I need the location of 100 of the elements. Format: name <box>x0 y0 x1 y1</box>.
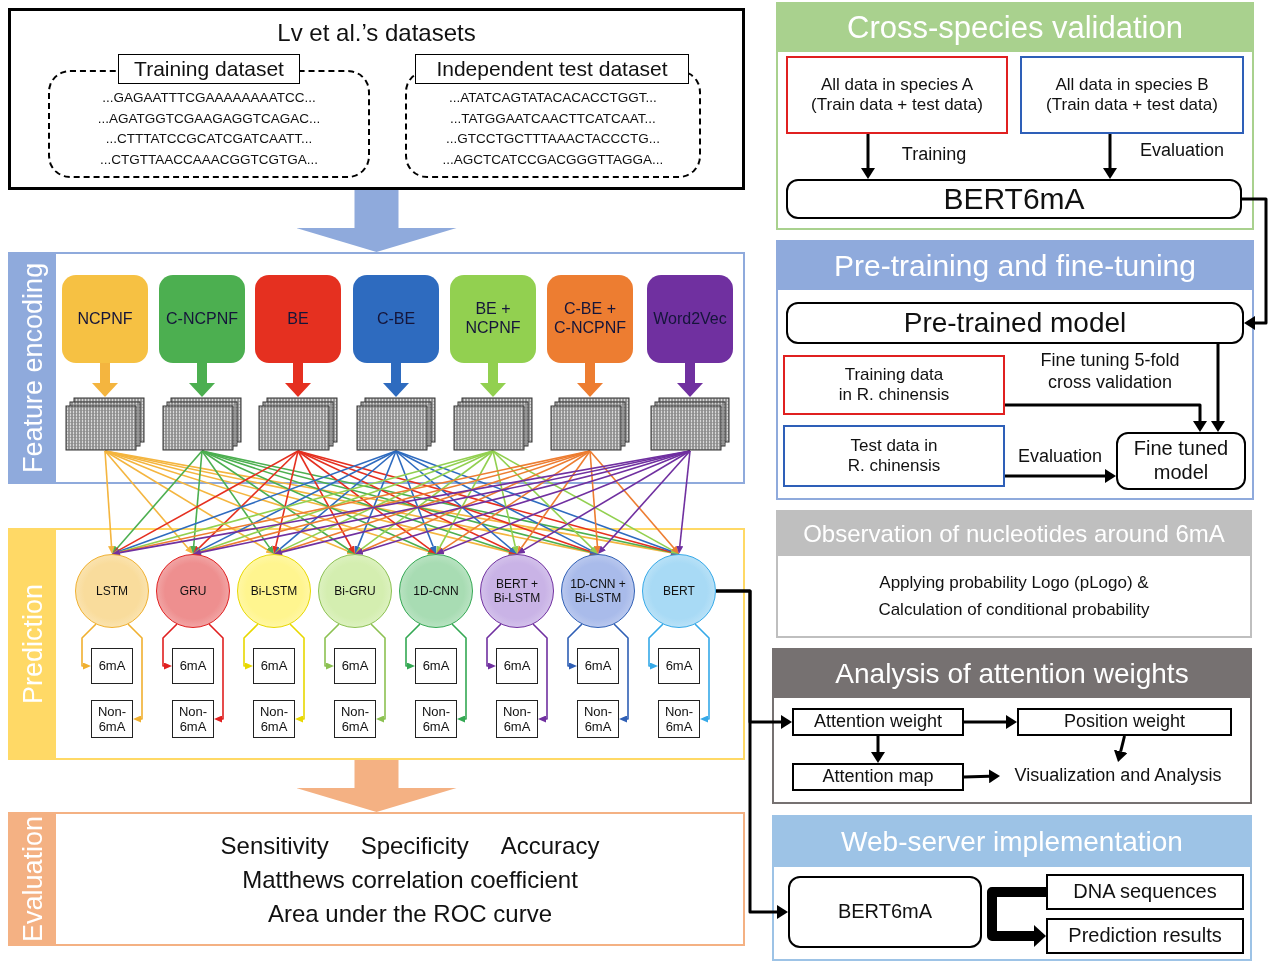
encoding-box: NCPNF <box>62 275 148 363</box>
arrow <box>613 623 629 723</box>
process-box: Attention weight <box>792 708 964 736</box>
arrow <box>405 623 421 670</box>
arrow <box>297 450 436 554</box>
arrow <box>1242 197 1268 330</box>
output-box: 6mA <box>172 648 214 684</box>
output-box: 6mA <box>577 648 619 684</box>
process-box: All data in species B (Train data + test data) <box>1020 56 1244 134</box>
matrix-stack <box>162 397 242 451</box>
arrow <box>1005 403 1207 432</box>
arrow <box>285 363 311 397</box>
matrix-stack <box>650 397 730 451</box>
output-box: Non-6mA <box>253 700 295 738</box>
arrow <box>577 363 603 397</box>
arrow <box>162 623 178 670</box>
model-circle: Bi-GRU <box>318 554 392 628</box>
model-box: Fine tuned model <box>1116 432 1246 490</box>
output-box: 6mA <box>91 648 133 684</box>
arrow <box>597 450 691 554</box>
arrow <box>1103 134 1117 179</box>
arrow <box>516 450 591 555</box>
metric-text: Accuracy <box>500 832 600 860</box>
arrow <box>104 450 115 554</box>
output-box: Non-6mA <box>172 700 214 738</box>
section-heading: Cross-species validation <box>778 4 1252 52</box>
output-box: 6mA <box>253 648 295 684</box>
encoding-box: C-BE + C-NCPNF <box>547 275 633 363</box>
output-box: 6mA <box>334 648 376 684</box>
arrow <box>861 134 875 179</box>
arrow <box>297 450 355 554</box>
dataset-panel <box>8 8 745 190</box>
model-circle: BERT <box>642 554 716 628</box>
matrix-stack <box>550 397 630 451</box>
arrow <box>492 450 519 554</box>
arrow <box>987 887 1046 947</box>
arrow <box>395 450 599 555</box>
dataset-label: Independent test dataset <box>415 54 689 84</box>
arrow <box>355 450 494 554</box>
panel-title: Lv et al.’s datasets <box>276 19 477 47</box>
body-text: Applying probability Logo (pLogo) & Calculation of conditional probability <box>877 571 1151 621</box>
arrow <box>208 623 224 723</box>
output-box: 6mA <box>415 648 457 684</box>
arrow <box>297 450 518 554</box>
arrow <box>871 736 885 763</box>
encoding-box: BE + NCPNF <box>450 275 536 363</box>
section-panel <box>772 815 1252 961</box>
arrow <box>190 450 203 554</box>
arrow <box>243 623 259 670</box>
arrow <box>127 623 143 723</box>
arrow <box>532 623 548 723</box>
arrow <box>451 623 467 723</box>
arrow <box>192 450 397 554</box>
model-circle: BERT + Bi-LSTM <box>480 554 554 628</box>
model-circle: 1D-CNN <box>399 554 473 628</box>
sequence-text: ...ATATCAGTATACACACCTGGT... <box>448 90 658 105</box>
metric-text: Area under the ROC curve <box>267 900 553 928</box>
section-heading: Web-server implementation <box>774 817 1250 867</box>
matrix-stack <box>258 397 338 451</box>
encoding-box: C-NCPNF <box>159 275 245 363</box>
process-box: Training data in R. chinensis <box>783 355 1005 415</box>
section-panel <box>8 528 745 760</box>
metric-text: Matthews correlation coefficient <box>242 866 578 894</box>
matrix-stack <box>65 397 145 451</box>
arrow <box>648 623 664 670</box>
section-panel <box>8 812 745 946</box>
output-box: Non-6mA <box>91 700 133 738</box>
arrow <box>92 363 118 397</box>
arrow <box>193 450 299 554</box>
output-box: Non-6mA <box>577 700 619 738</box>
arrow <box>964 715 1017 729</box>
matrix-stack <box>356 397 436 451</box>
arrow <box>589 450 601 554</box>
result-text: Visualization and Analysis <box>1000 762 1236 790</box>
arrow <box>492 450 679 554</box>
sequence-text: ...TATGGAATCAACTTCATCAAT... <box>449 110 657 126</box>
sequence-text: ...CTGTTAACCAAACGGTCGTGA... <box>99 151 319 167</box>
process-box: Test data in R. chinensis <box>783 425 1005 487</box>
arrow <box>963 769 1000 784</box>
encoding-box: BE <box>255 275 341 363</box>
arrow <box>104 450 193 554</box>
section-panel <box>8 252 745 484</box>
arrow <box>112 450 203 555</box>
arrow <box>324 623 340 670</box>
arrow <box>589 450 680 554</box>
arrow <box>395 450 517 554</box>
arrow <box>677 363 703 397</box>
arrow <box>676 450 691 554</box>
arrow <box>1005 469 1116 483</box>
arrow <box>486 623 502 670</box>
arrow <box>201 450 274 554</box>
arrow <box>435 450 591 555</box>
arrow <box>81 623 97 670</box>
output-box: Non-6mA <box>334 700 376 738</box>
output-box: 6mA <box>658 648 700 684</box>
arrow <box>370 623 386 723</box>
process-box: Prediction results <box>1046 918 1244 954</box>
arrow <box>189 363 215 397</box>
model-circle: Bi-LSTM <box>237 554 311 628</box>
matrix-stack <box>453 397 533 451</box>
